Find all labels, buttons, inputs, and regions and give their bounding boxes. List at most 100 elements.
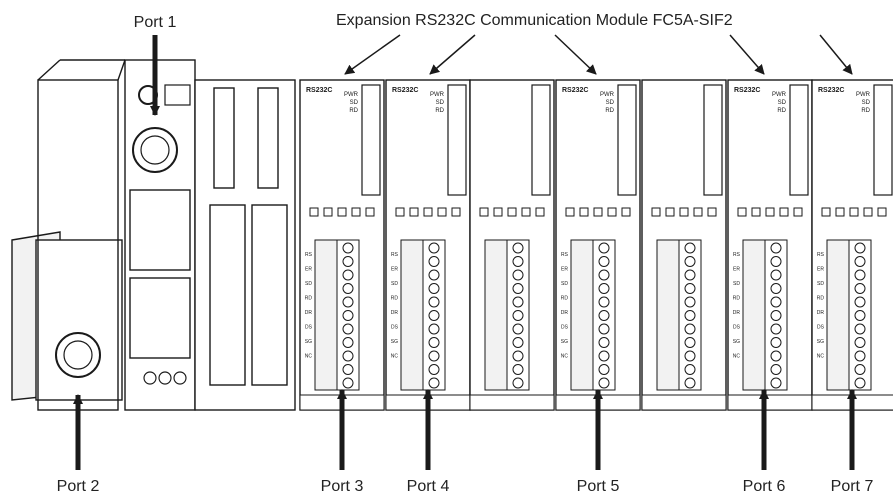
terminal-screw-icon — [598, 242, 610, 254]
terminal-label: RS — [391, 252, 399, 258]
terminal-screw-icon — [770, 323, 782, 335]
terminal-label: RD — [817, 296, 825, 302]
status-led-label: PWR — [600, 92, 615, 98]
terminal-screw-icon — [342, 269, 354, 281]
terminal-screw-icon — [598, 256, 610, 267]
led-indicator — [751, 207, 761, 217]
terminal-label: NC — [817, 354, 825, 360]
led-indicator — [779, 207, 789, 217]
terminal-label: RD — [391, 296, 399, 302]
terminal-label: DS — [561, 325, 569, 331]
status-led-label: RD — [349, 108, 358, 114]
plc-hardware: RS232C PWR SD RD RS ER SD RD DR DS SG NC RS232C PWR SD… — [11, 59, 893, 411]
terminal-screw-icon — [770, 337, 782, 348]
terminal-block — [826, 239, 850, 391]
status-led-label: PWR — [772, 92, 787, 98]
status-led-label: SD — [862, 100, 871, 106]
arrow-callout-module — [729, 34, 765, 75]
terminal-screw-icon — [854, 256, 866, 267]
led-indicator — [765, 207, 775, 217]
led-indicator — [621, 207, 631, 217]
status-led-label: RD — [605, 108, 614, 114]
status-led-label: SD — [436, 100, 445, 106]
terminal-screw-icon — [684, 242, 696, 254]
terminal-screw-icon — [428, 296, 440, 308]
terminal-screw-icon — [428, 283, 440, 294]
terminal-screw-icon — [428, 323, 440, 335]
led-indicator — [479, 207, 489, 217]
terminal-screw-icon — [854, 377, 866, 389]
status-led-label: SD — [350, 100, 359, 106]
terminal-screw-icon — [512, 269, 524, 281]
terminal-screw-icon — [598, 323, 610, 335]
status-led-label: PWR — [856, 92, 871, 98]
led-indicator — [493, 207, 503, 217]
port-label: Port 2 — [57, 478, 100, 495]
terminal-screw-icon — [342, 256, 354, 267]
terminal-screw-icon — [770, 377, 782, 389]
terminal-screw-icon — [684, 310, 696, 321]
terminal-label: SG — [305, 339, 312, 345]
terminal-screw-icon — [342, 364, 354, 375]
terminal-label: SG — [391, 339, 398, 345]
terminal-label: DR — [305, 310, 313, 316]
screw-icon — [173, 371, 187, 385]
led-indicator — [423, 207, 433, 217]
terminal-screw-icon — [512, 337, 524, 348]
screw-icon — [158, 371, 172, 385]
led-indicator — [437, 207, 447, 217]
terminal-screw-icon — [428, 269, 440, 281]
module-model-label: RS232C — [306, 87, 332, 94]
port-label: Port 7 — [831, 478, 874, 495]
module-model-label: RS232C — [392, 87, 418, 94]
terminal-label: DS — [391, 325, 399, 331]
terminal-screw-icon — [512, 296, 524, 308]
led-indicator — [565, 207, 575, 217]
led-indicator — [849, 207, 859, 217]
terminal-label: RS — [817, 252, 825, 258]
led-indicator — [409, 207, 419, 217]
terminal-screw-icon — [684, 377, 696, 389]
terminal-screw-icon — [342, 310, 354, 321]
terminal-screw-icon — [342, 377, 354, 389]
led-indicator — [693, 207, 703, 217]
terminal-block — [742, 239, 766, 391]
port-label: Port 3 — [321, 478, 364, 495]
terminal-screw-icon — [598, 310, 610, 321]
led-indicator — [323, 207, 333, 217]
terminal-screw-icon — [598, 350, 610, 362]
terminal-screw-icon — [770, 364, 782, 375]
terminal-screw-icon — [342, 323, 354, 335]
pointer-arrows — [73, 34, 857, 470]
terminal-label: ER — [561, 267, 568, 273]
terminal-screw-icon — [598, 269, 610, 281]
terminal-label: SD — [305, 281, 312, 287]
terminal-label: RD — [305, 296, 313, 302]
terminal-screw-icon — [854, 242, 866, 254]
status-led-label: SD — [606, 100, 615, 106]
terminal-block — [400, 239, 424, 391]
terminal-label: RS — [733, 252, 741, 258]
terminal-label: ER — [391, 267, 398, 273]
terminal-screw-icon — [512, 256, 524, 267]
terminal-screw-icon — [770, 310, 782, 321]
led-indicator — [337, 207, 347, 217]
terminal-screw-icon — [512, 242, 524, 254]
led-indicator — [579, 207, 589, 217]
module-model-label: RS232C — [734, 87, 760, 94]
terminal-block — [484, 239, 508, 391]
terminal-screw-icon — [854, 323, 866, 335]
led-indicator — [651, 207, 661, 217]
terminal-label: RD — [561, 296, 569, 302]
terminal-label: SG — [561, 339, 568, 345]
io-slim-module — [469, 79, 555, 411]
terminal-label: DR — [561, 310, 569, 316]
terminal-label: DS — [305, 325, 313, 331]
terminal-screw-icon — [770, 283, 782, 294]
arrow-callout-module — [429, 34, 476, 75]
arrow-callout-module — [344, 34, 401, 75]
terminal-label: RD — [733, 296, 741, 302]
